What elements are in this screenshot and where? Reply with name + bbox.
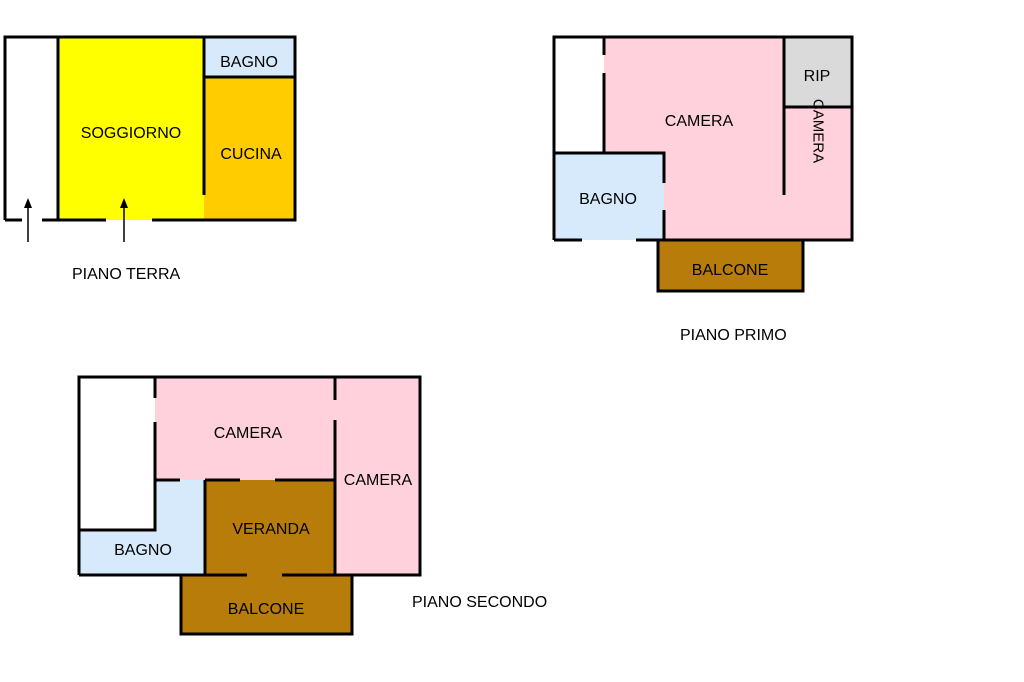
- bagno-label: BAGNO: [579, 191, 637, 208]
- camera-top-room: [155, 377, 335, 480]
- veranda-label: VERANDA: [232, 521, 310, 538]
- camera-right-room: [335, 377, 420, 575]
- camera-main-label: CAMERA: [665, 113, 734, 130]
- second-floor-title: PIANO SECONDO: [412, 594, 547, 611]
- balcone-wall: [179, 575, 354, 636]
- soggiorno-room: [58, 37, 204, 220]
- camera-top-label: CAMERA: [214, 425, 283, 442]
- rip-label: RIP: [804, 68, 831, 85]
- bagno-room: [204, 37, 295, 77]
- first-floor-plan: CAMERA RIP CAMERA BAGNO BALCONE PIANO PR…: [552, 35, 854, 344]
- soggiorno-label: SOGGIORNO: [81, 125, 181, 142]
- entry-arrow-icon: [24, 198, 32, 242]
- entry-arrow-icon: [120, 198, 128, 242]
- first-floor-title: PIANO PRIMO: [680, 327, 787, 344]
- camera-right-label: CAMERA: [344, 472, 413, 489]
- balcone-wall: [656, 240, 805, 293]
- second-floor-plan: CAMERA CAMERA VERANDA BAGNO BALCONE PIAN…: [77, 375, 547, 636]
- camera-vertical-room: [784, 107, 852, 240]
- balcone: [658, 240, 803, 291]
- bagno-label: BAGNO: [220, 54, 278, 71]
- ground-floor-title: PIANO TERRA: [72, 266, 181, 283]
- first-divider-wall: [554, 151, 666, 240]
- balcone-label: BALCONE: [692, 262, 768, 279]
- cucina-room: [204, 77, 295, 220]
- camera-vertical-label: CAMERA: [810, 99, 827, 163]
- ground-outer-wall: [3, 35, 297, 222]
- balcone: [181, 575, 352, 634]
- second-divider-wall: [79, 377, 157, 532]
- bagno-room: [554, 153, 664, 240]
- rip-room: [784, 37, 852, 107]
- balcone-label: BALCONE: [228, 601, 304, 618]
- veranda-room: [205, 480, 335, 575]
- bagno-label: BAGNO: [114, 542, 172, 559]
- ground-floor-plan: SOGGIORNO BAGNO CUCINA PIANO TERRA: [3, 35, 297, 283]
- cucina-label: CUCINA: [220, 146, 282, 163]
- second-outer-wall: [77, 375, 422, 577]
- bagno-room: [79, 480, 205, 575]
